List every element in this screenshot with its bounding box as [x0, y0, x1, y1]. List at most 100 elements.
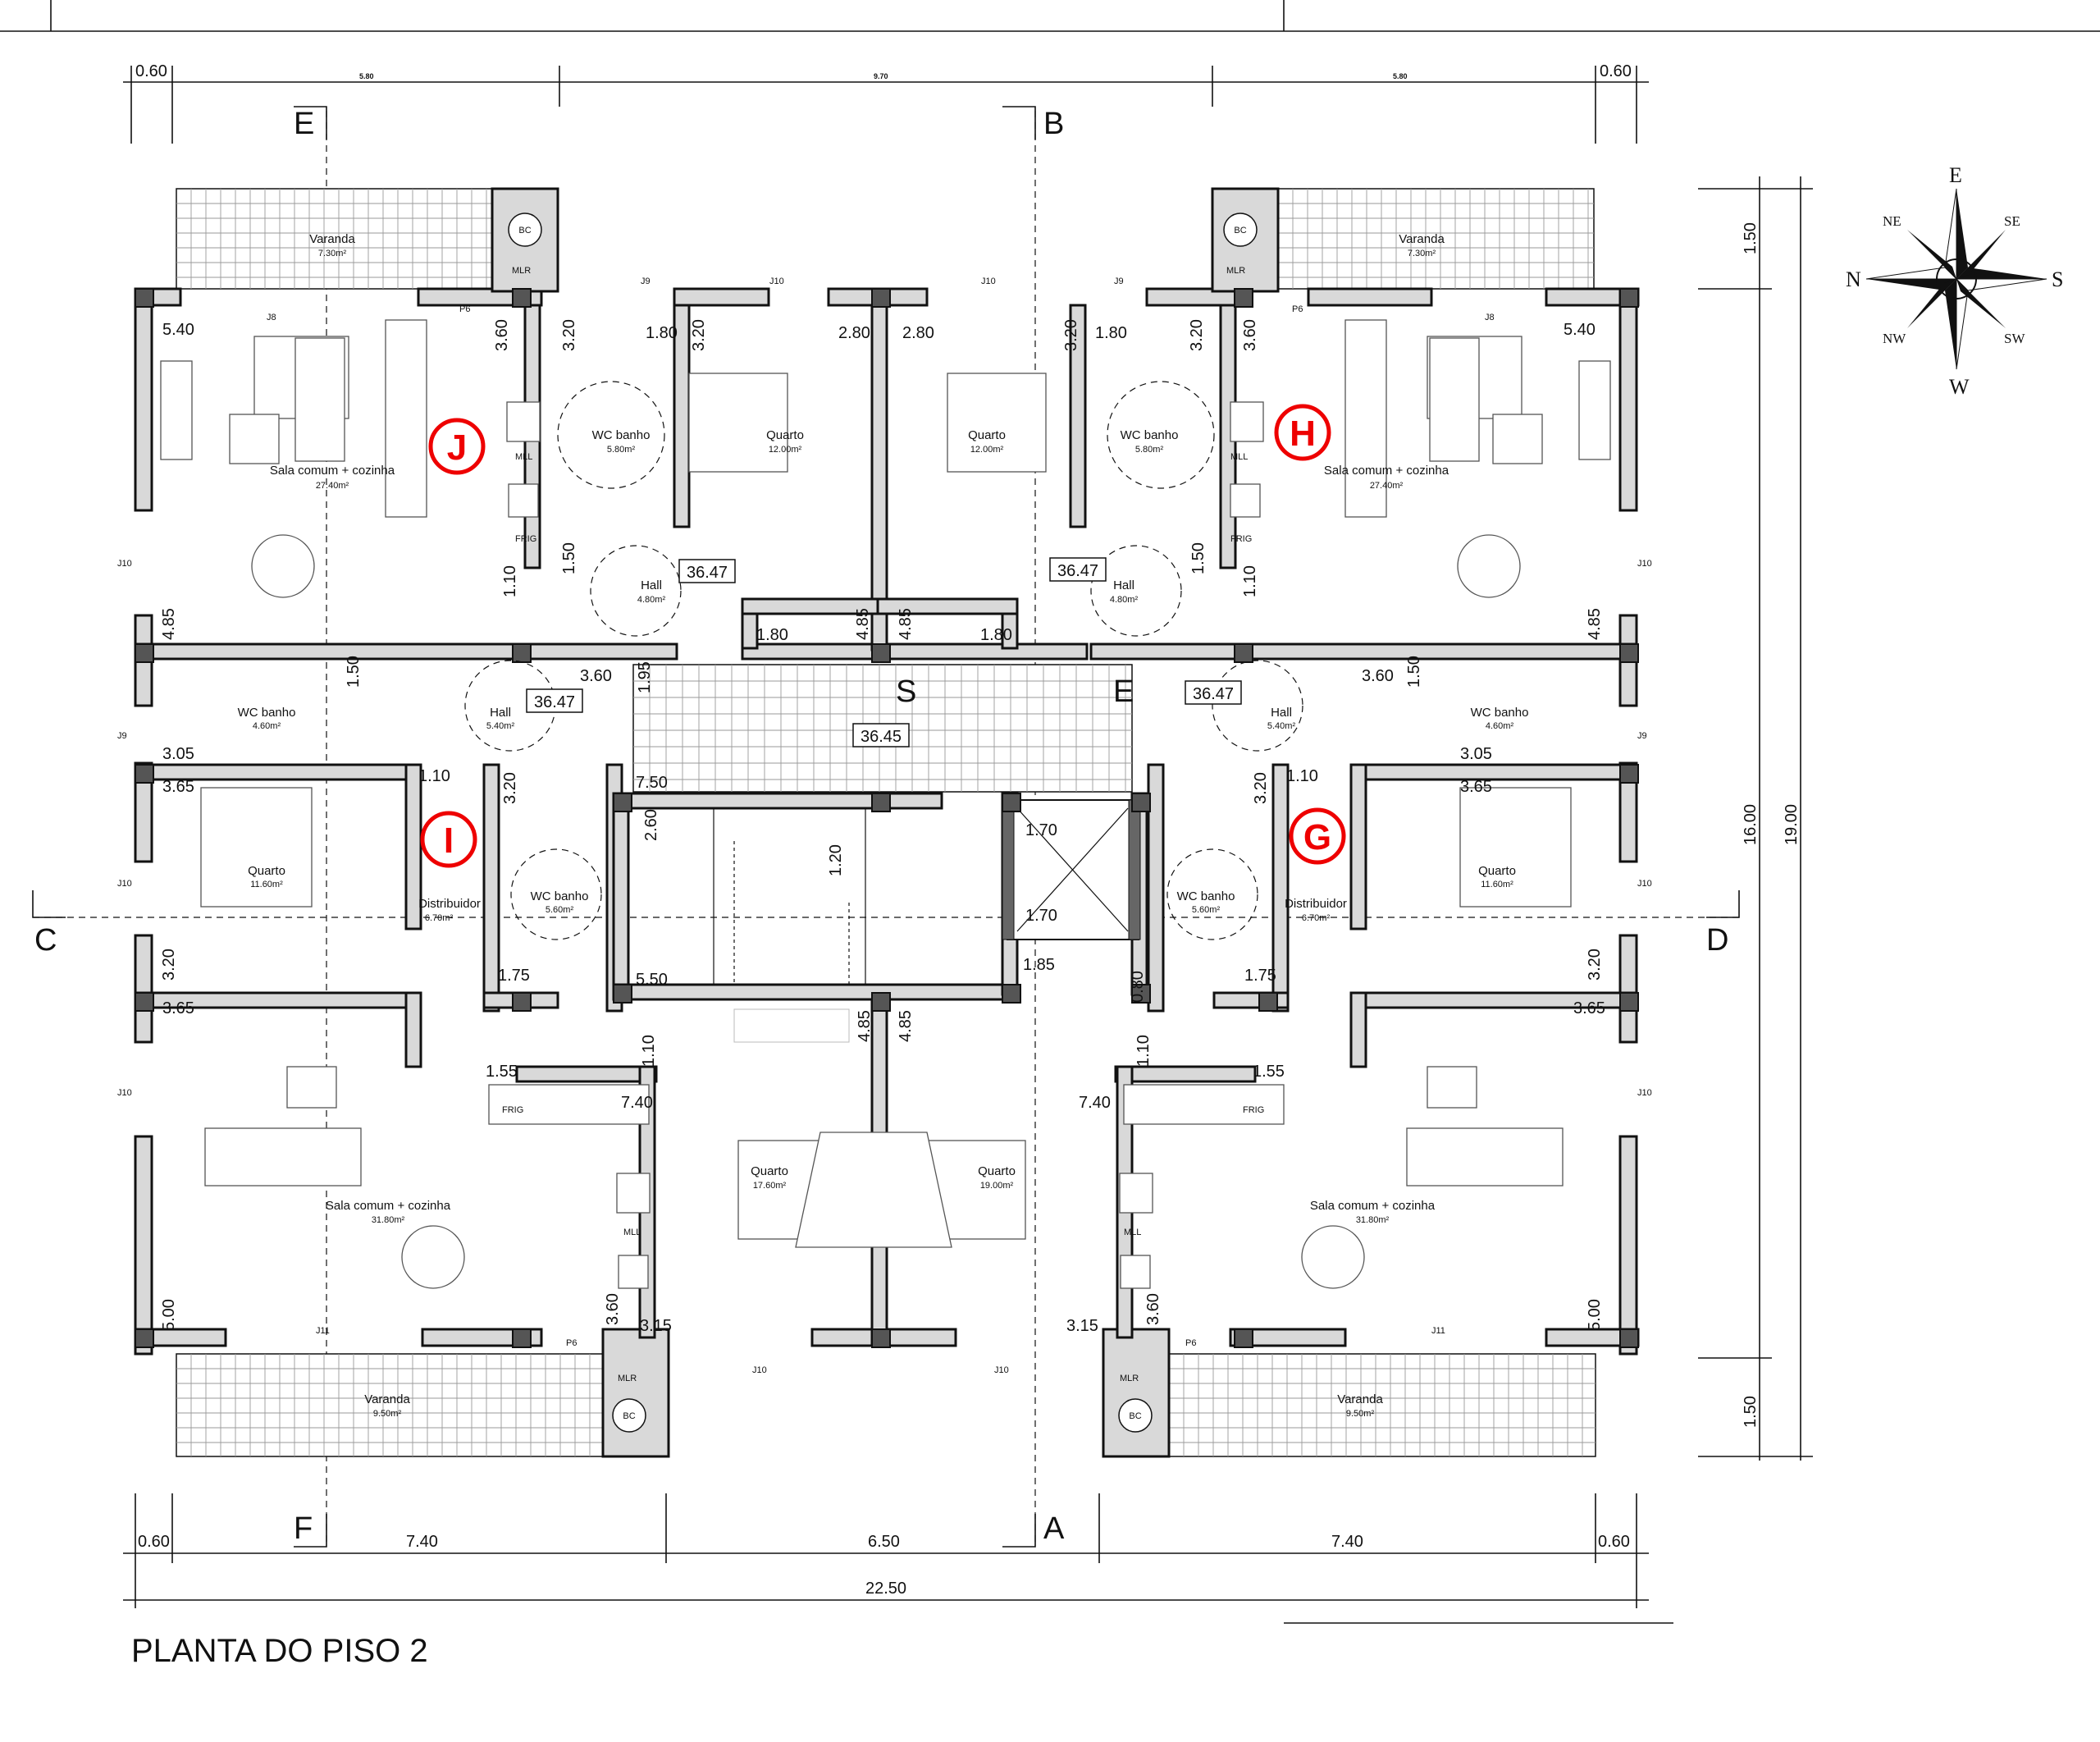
- inner-dimension: 1.70: [1025, 821, 1057, 839]
- column: [512, 643, 532, 663]
- room-name: Varanda: [1337, 1392, 1383, 1406]
- apartment-g-marker: G: [1303, 817, 1331, 857]
- axis-label-f: F: [294, 1511, 313, 1546]
- room-area: 27.40m²: [316, 481, 349, 491]
- inner-dimension: 4.85: [160, 608, 178, 640]
- inner-dimension: 3.60: [604, 1293, 622, 1325]
- room-area: 7.30m²: [318, 249, 347, 258]
- inner-dimension: 1.50: [345, 656, 363, 688]
- elevation-tag: 36.45: [861, 728, 902, 746]
- inner-dimension: 7.40: [621, 1094, 653, 1112]
- inner-dimension: 1.75: [1244, 967, 1276, 985]
- elevation-tag: 36.47: [687, 564, 728, 582]
- room-name: Quarto: [248, 864, 285, 878]
- window-tag: J8: [267, 313, 276, 322]
- inner-dimension: 3.65: [1573, 999, 1605, 1017]
- compass-s: S: [2052, 267, 2063, 291]
- room-area: 5.60m²: [1192, 905, 1221, 915]
- right-dimension-chain: 1.50 16.00 1.50 19.00: [1698, 176, 1813, 1461]
- inner-dimension: 3.20: [1188, 319, 1206, 351]
- window-tag: J10: [752, 1365, 767, 1375]
- window-tag: J9: [1114, 277, 1124, 286]
- room-name: Hall: [1271, 706, 1292, 720]
- column: [135, 288, 154, 308]
- room-area: 5.80m²: [607, 445, 636, 455]
- window-tag: J10: [1637, 879, 1652, 889]
- walls: [134, 187, 1640, 1458]
- inner-dimension: 1.80: [756, 626, 788, 644]
- inner-dimension: 3.05: [162, 745, 194, 763]
- window-tag: J8: [1485, 313, 1495, 322]
- room-name: Sala comum + cozinha: [1324, 464, 1449, 478]
- compass-e: E: [1949, 163, 1962, 187]
- inner-dimension: 5.40: [1564, 321, 1596, 339]
- inner-dimension: 1.80: [646, 324, 678, 342]
- column: [1619, 764, 1639, 784]
- dim-top-small-right: 0.60: [1600, 62, 1632, 80]
- room-area: 11.60m²: [250, 880, 283, 889]
- bc-label: BC: [1129, 1411, 1141, 1421]
- frig-label: FRIG: [1230, 534, 1252, 544]
- stair-s-label: S: [896, 674, 916, 709]
- inner-dimension: 0.80: [1129, 971, 1147, 1003]
- column: [135, 643, 154, 663]
- inner-dimension: 1.50: [560, 542, 578, 574]
- column: [871, 793, 891, 812]
- axis-label-a: A: [1043, 1511, 1065, 1546]
- inner-dimension: 1.50: [1189, 542, 1208, 574]
- mlr-label: MLR: [512, 266, 531, 276]
- inner-dimension: 3.05: [1460, 745, 1492, 763]
- column: [135, 992, 154, 1012]
- column: [1131, 793, 1151, 812]
- inner-dimension: 3.20: [160, 949, 178, 981]
- room-area: 5.80m²: [1135, 445, 1164, 455]
- room-name: Varanda: [1399, 232, 1445, 246]
- column: [613, 984, 632, 1004]
- door-tag: P6: [1185, 1338, 1196, 1348]
- room-area: 31.80m²: [372, 1215, 405, 1225]
- elevation-tag: 36.47: [1193, 685, 1234, 703]
- room-name: Sala comum + cozinha: [326, 1199, 451, 1213]
- inner-dimension: 3.20: [690, 319, 708, 351]
- inner-dimension: 7.40: [1079, 1094, 1111, 1112]
- inner-dimension: 3.15: [640, 1317, 672, 1335]
- room-name: Quarto: [766, 428, 804, 442]
- window-tag: J10: [769, 277, 784, 286]
- window-tag: J11: [1431, 1326, 1445, 1336]
- room-name: WC banho: [592, 428, 651, 442]
- dim-bottom-seg-right: 7.40: [1331, 1533, 1363, 1551]
- inner-dimension: 2.60: [642, 809, 660, 841]
- inner-dimension: 3.20: [1252, 772, 1270, 804]
- inner-dimension: 1.70: [1025, 907, 1057, 925]
- window-tag: J10: [1637, 559, 1652, 569]
- bc-markers: BC BC BC BC MLR MLR MLR MLR: [508, 213, 1258, 1433]
- room-name: Varanda: [364, 1392, 410, 1406]
- room-area: 4.80m²: [1110, 595, 1139, 605]
- frig-label: FRIG: [1243, 1105, 1264, 1115]
- column: [871, 643, 891, 663]
- column: [1619, 288, 1639, 308]
- inner-dimension: 5.50: [636, 971, 668, 989]
- inner-dimension: 1.10: [418, 767, 450, 785]
- bottom-dimension-chain: 0.60 7.40 6.50 7.40 0.60 22.50: [123, 1493, 1649, 1608]
- inner-dimension: 1.10: [640, 1035, 658, 1067]
- room-area: 9.50m²: [1346, 1409, 1375, 1419]
- dim-top-seg-right: 5.80: [1393, 72, 1408, 80]
- window-tag: J9: [1637, 731, 1647, 741]
- room-area: 4.80m²: [637, 595, 666, 605]
- room-area: 12.00m²: [970, 445, 1004, 455]
- mlr-label: MLR: [1120, 1374, 1139, 1383]
- dim-right-bottom: 1.50: [1742, 1396, 1760, 1428]
- room-name: Hall: [1113, 578, 1134, 592]
- inner-dimension: 1.95: [636, 661, 654, 693]
- room-area: 7.30m²: [1408, 249, 1436, 258]
- inner-dimension: 1.10: [1241, 565, 1259, 597]
- dim-top-seg-mid: 9.70: [874, 72, 888, 80]
- room-name: Sala comum + cozinha: [1310, 1199, 1436, 1213]
- frig-label: FRIG: [502, 1105, 523, 1115]
- room-area: 5.40m²: [486, 721, 515, 731]
- inner-dimension: 3.60: [580, 667, 612, 685]
- elevation-tag: 36.47: [1057, 562, 1098, 580]
- axis-label-c: C: [34, 923, 57, 958]
